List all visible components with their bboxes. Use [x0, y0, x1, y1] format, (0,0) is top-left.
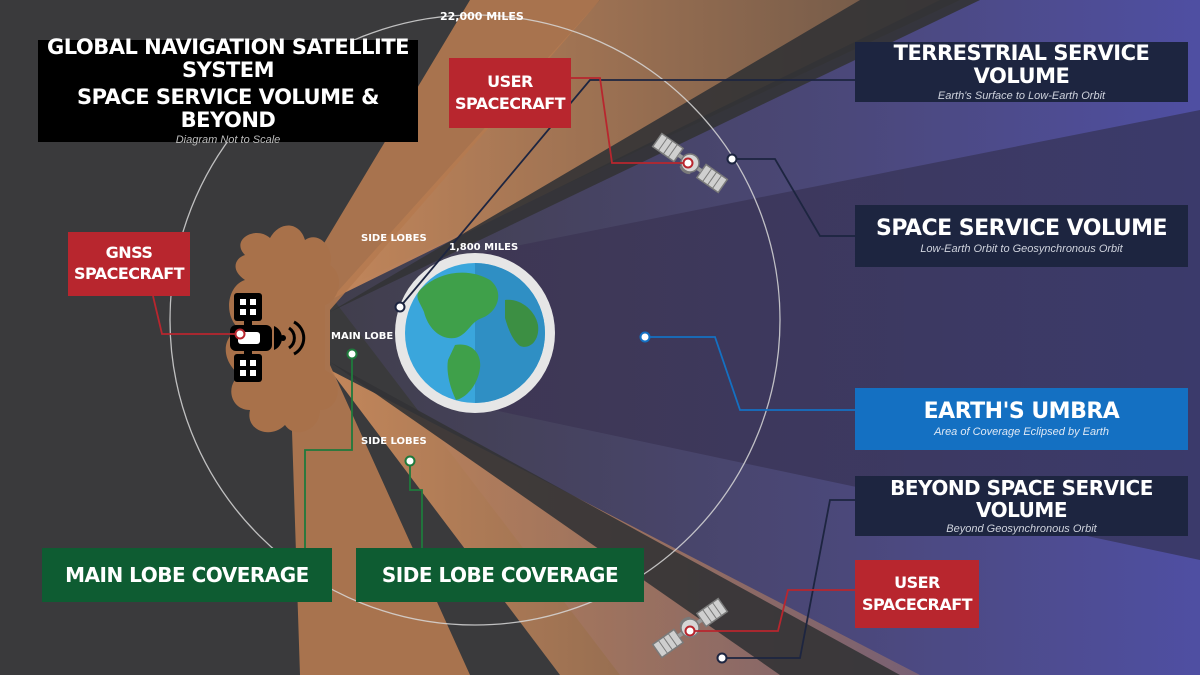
main-lobe-coverage-callout: Main Lobe Coverage [42, 548, 332, 602]
earth-umbra-subtitle: Area of Coverage Eclipsed by Earth [934, 426, 1109, 439]
anchor-dots [234, 153, 738, 664]
space-service-volume-subtitle: Low-Earth Orbit to Geosynchronous Orbit [920, 243, 1123, 256]
beyond-volume-title: Beyond Space Service Volume [890, 476, 1153, 522]
anchor-space-service [726, 153, 738, 165]
beyond-space-service-volume-callout: Beyond Space Service Volume Beyond Geosy… [855, 476, 1188, 536]
gnss-spacecraft-callout: GNSS Spacecraft [68, 232, 190, 296]
earth-icon [395, 253, 555, 413]
main-lobe-cone [290, 0, 600, 675]
beyond-volume-subtitle: Beyond Geosynchronous Orbit [946, 523, 1097, 535]
leader-main-lobe [304, 354, 353, 548]
anchor-main-lobe [346, 348, 358, 360]
title-line-2: Space Service Volume & Beyond [77, 85, 379, 133]
anchor-gnss [234, 328, 246, 340]
gnss-spacecraft-text: GNSS Spacecraft [73, 243, 185, 283]
terrestrial-volume-callout: Terrestrial Service Volume Earth's Surfa… [855, 40, 1188, 103]
leader-gnss [152, 295, 240, 335]
terrestrial-volume-title: Terrestrial Service Volume [893, 40, 1150, 88]
leader-space-service [732, 158, 855, 237]
earth-umbra-callout: Earth's Umbra Area of Coverage Eclipsed … [855, 388, 1188, 450]
geosynchronous-orbit [169, 14, 781, 626]
gap-beam-top [330, 0, 980, 312]
anchor-umbra [639, 331, 651, 343]
main-lobe-coverage-text: Main Lobe Coverage [65, 563, 309, 587]
leader-user-top [571, 77, 688, 164]
terrestrial-volume-subtitle: Earth's Surface to Low-Earth Orbit [937, 90, 1106, 103]
anchor-side-lobe [404, 455, 416, 467]
user-spacecraft-top-text: User Spacecraft [454, 72, 566, 113]
leader-umbra [645, 336, 855, 411]
user-spacecraft-bottom-text: User Spacecraft [861, 573, 973, 614]
outer-orbit-label: 22,000 Miles [440, 10, 524, 23]
leader-side-lobe [409, 461, 423, 548]
anchor-user-bottom [684, 625, 696, 637]
space-service-volume-title: Space Service Volume [875, 215, 1168, 241]
earth-umbra-title: Earth's Umbra [923, 398, 1120, 424]
user-spacecraft-bottom-callout: User Spacecraft [855, 560, 979, 628]
title-line-1: Global Navigation Satellite System [46, 34, 410, 82]
title-note: Diagram Not to Scale [175, 134, 281, 147]
title-box: Global Navigation Satellite System Space… [38, 35, 418, 146]
space-service-volume-callout: Space Service Volume Low-Earth Orbit to … [855, 205, 1188, 267]
user-spacecraft-top-callout: User Spacecraft [449, 58, 571, 128]
anchor-user-top [682, 157, 694, 169]
leader-user-bottom [690, 589, 855, 632]
leader-beyond [722, 499, 855, 659]
main-lobe-label: Main Lobe [331, 331, 394, 342]
leader-lines [152, 77, 855, 659]
anchor-terrestrial [394, 301, 406, 313]
side-lobes-top-label: Side Lobes [361, 233, 427, 244]
gnss-satellite-icon [230, 293, 306, 382]
side-lobe-coverage-text: Side Lobe Coverage [381, 563, 619, 587]
gap-beam-bottom [330, 362, 900, 675]
leader-terrestrial [399, 79, 855, 308]
side-lobes-bottom-label: Side Lobes [361, 436, 427, 447]
anchor-beyond [716, 652, 728, 664]
side-lobe-coverage-callout: Side Lobe Coverage [356, 548, 644, 602]
inner-orbit-label: 1,800 Miles [449, 242, 519, 253]
